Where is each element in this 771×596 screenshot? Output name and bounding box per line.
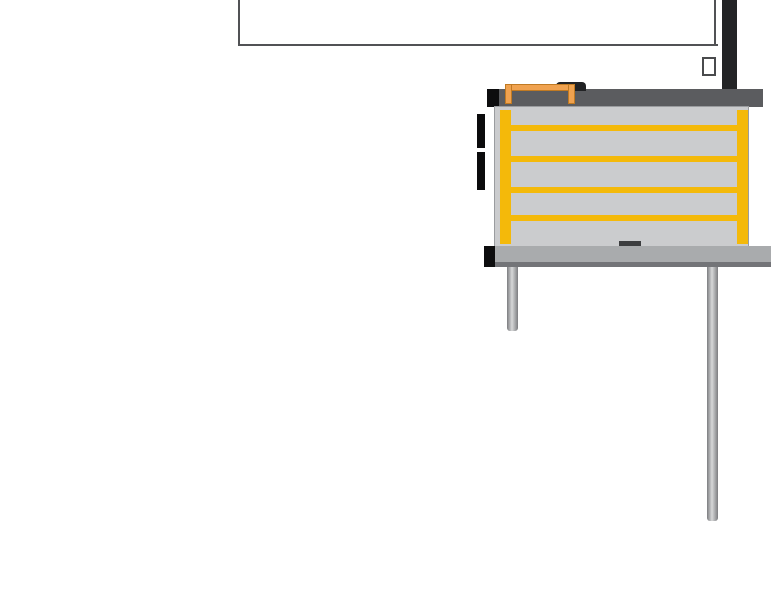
yellow-stripe-3 xyxy=(503,187,746,193)
handle-right-leg xyxy=(568,84,575,104)
junction-box xyxy=(702,57,716,76)
yellow-post-left xyxy=(500,110,511,244)
hanger-wire-horizontal-segment xyxy=(238,44,718,46)
side-bracket-upper-segment xyxy=(477,114,485,148)
yellow-stripe-2 xyxy=(503,156,746,162)
yellow-stripe-1 xyxy=(503,125,746,131)
handle-left-leg xyxy=(505,84,512,104)
under-body-notch xyxy=(619,241,641,247)
support-leg-right xyxy=(707,267,718,521)
top-rail-end-cap xyxy=(487,89,499,107)
handle-top-bar xyxy=(505,84,575,91)
base-rail-end-cap xyxy=(484,246,495,267)
yellow-post-right xyxy=(737,110,748,244)
yellow-stripe-4 xyxy=(503,215,746,221)
drop-pipe xyxy=(722,0,737,90)
hanger-wire-left-segment xyxy=(238,0,240,46)
side-bracket-lower-segment xyxy=(477,152,485,190)
hanger-wire-right-segment xyxy=(714,0,716,46)
base-rail-edge xyxy=(484,262,771,267)
support-leg-left xyxy=(507,267,518,331)
base-rail xyxy=(484,246,771,262)
top-rail xyxy=(487,89,763,107)
